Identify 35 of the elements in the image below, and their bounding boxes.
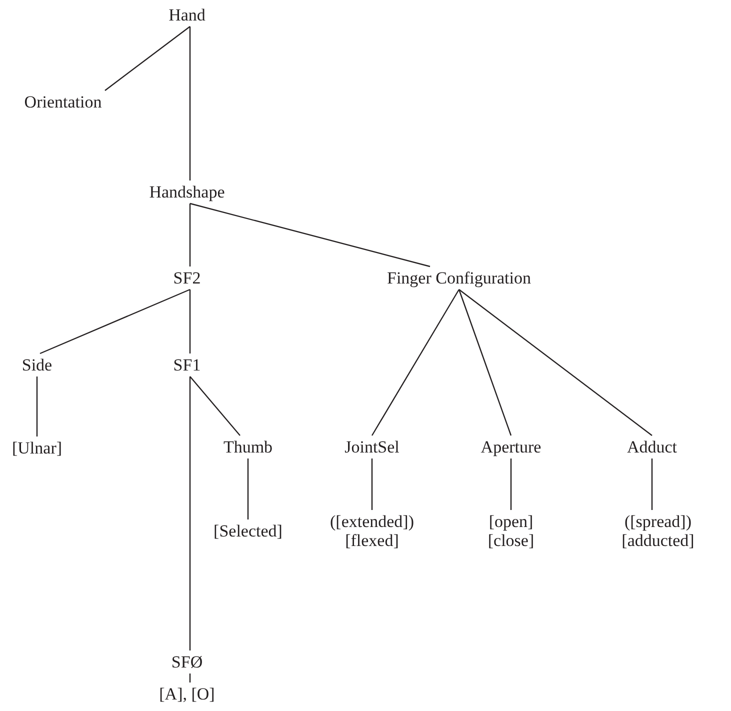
- tree-branch-line: [371, 458, 373, 510]
- tree-node-label: JointSel: [344, 436, 400, 458]
- tree-branch-line: [190, 202, 430, 268]
- tree-branch-line: [40, 288, 190, 354]
- tree-branch-line: [189, 26, 191, 180]
- tree-node-label: Aperture: [480, 436, 542, 458]
- tree-branch-line: [36, 376, 38, 436]
- tree-node-label: Finger Configuration: [387, 268, 531, 288]
- tree-node-label: Handshape: [149, 182, 225, 202]
- tree-branch-line: [458, 289, 652, 436]
- tree-branch-line: [371, 289, 460, 436]
- tree-branch-line: [189, 674, 191, 682]
- tree-node-label: SF2: [173, 268, 201, 288]
- tree-branch-line: [510, 458, 512, 510]
- tree-node-label: [Ulnar]: [12, 438, 62, 458]
- tree-node-label: ([spread]) [adducted]: [622, 511, 694, 551]
- tree-node-label: Side: [22, 354, 52, 376]
- tree-node-label: SFØ: [171, 652, 203, 672]
- tree-branch-line: [651, 458, 653, 510]
- tree-node-label: Hand: [168, 4, 206, 26]
- tree-node-label: Adduct: [626, 436, 678, 458]
- tree-branch-line: [458, 289, 512, 436]
- tree-node-label: [open] [close]: [488, 511, 534, 551]
- tree-node-label: [A], [O]: [159, 684, 215, 704]
- tree-branch-line: [247, 458, 249, 520]
- tree-branch-line: [189, 204, 191, 266]
- tree-node-label: Orientation: [24, 92, 102, 112]
- tree-branch-line: [189, 290, 191, 354]
- tree-branch-line: [104, 26, 190, 91]
- tree-node-label: Thumb: [223, 436, 273, 458]
- tree-node-label: ([extended]) [flexed]: [330, 511, 414, 551]
- tree-node-label: SF1: [173, 354, 201, 376]
- tree-node-label: [Selected]: [214, 520, 282, 542]
- tree-branch-line: [189, 376, 191, 650]
- tree-branch-line: [190, 376, 240, 436]
